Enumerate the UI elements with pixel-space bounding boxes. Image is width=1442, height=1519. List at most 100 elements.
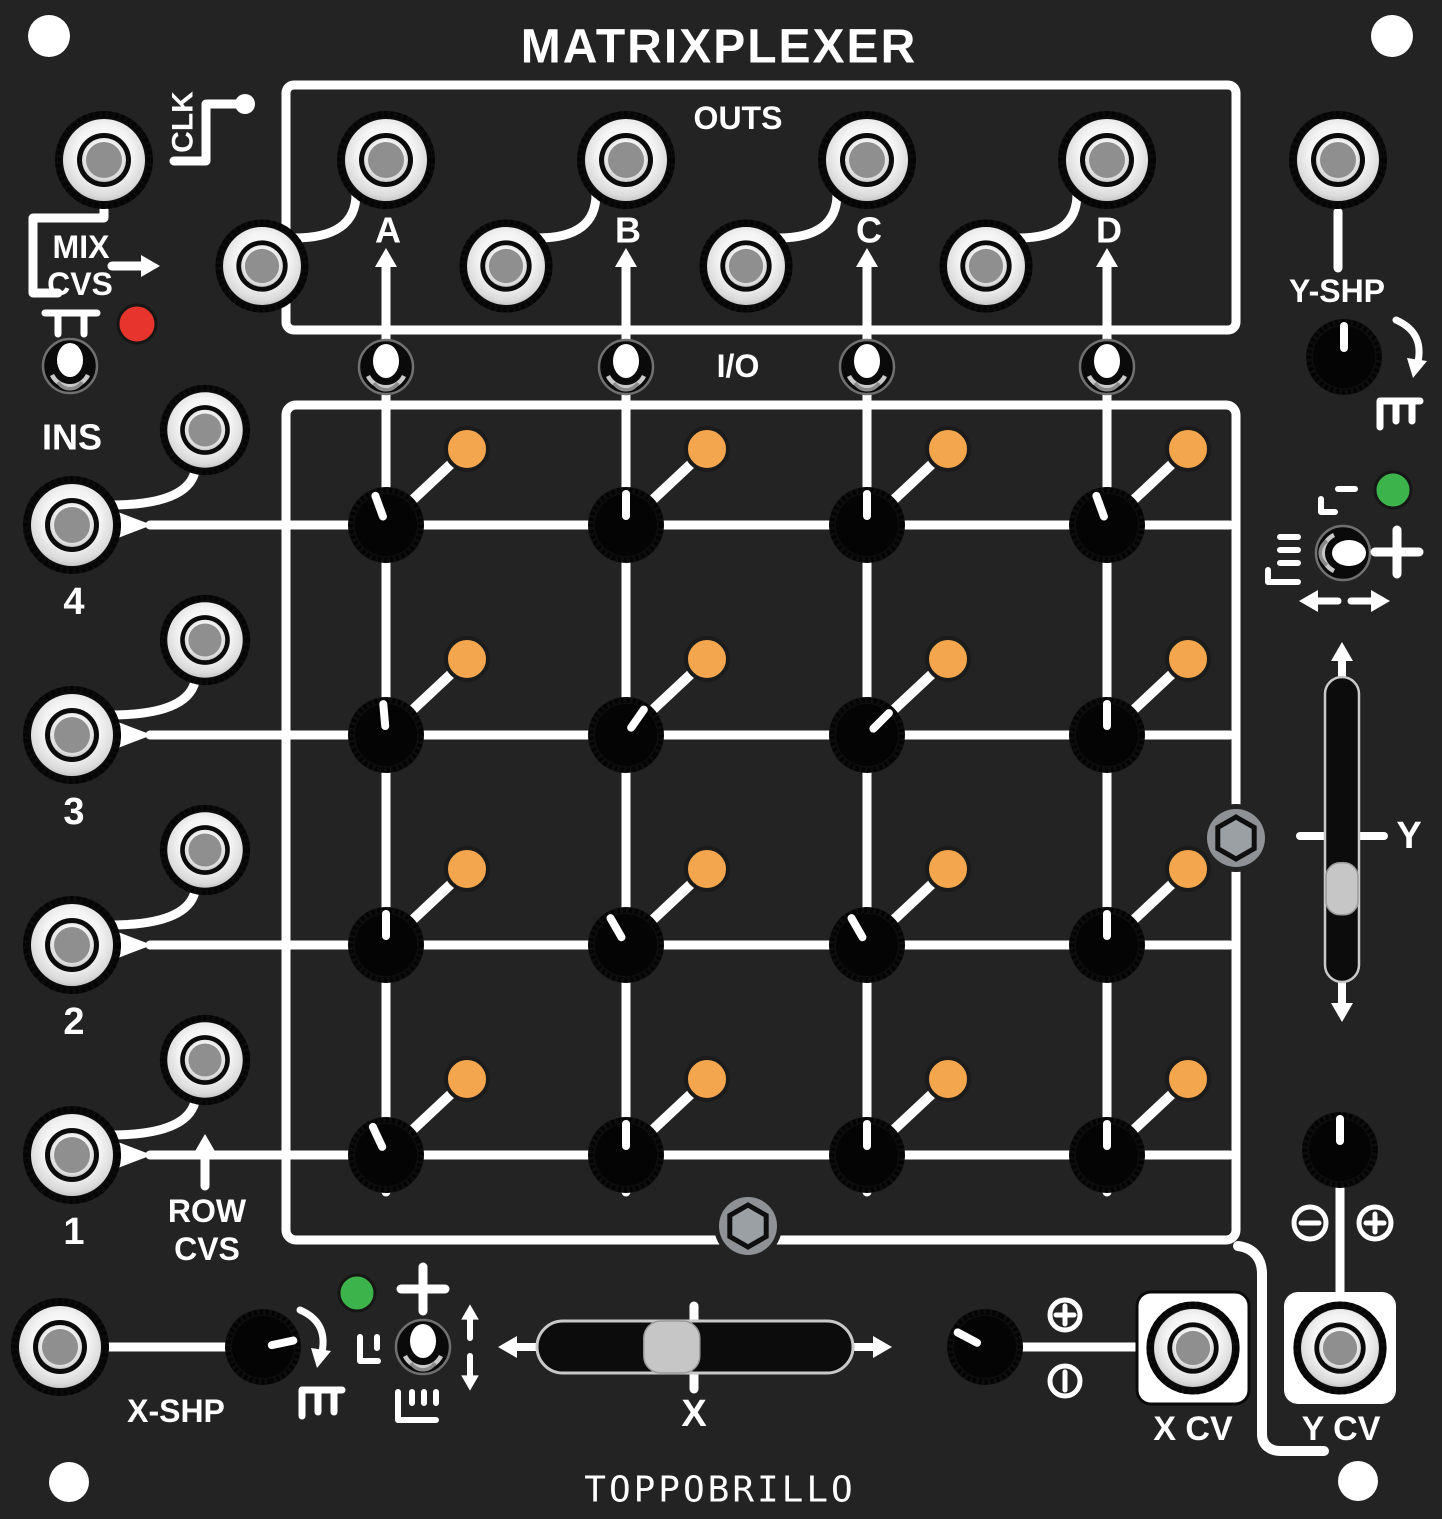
channel-label-c: C [856,210,882,251]
channel-label-a: A [375,210,401,251]
mix-cvs-label: MIX [53,229,111,265]
panel-traces [28,94,1345,1456]
io-toggle-c[interactable] [840,340,894,394]
matrix-row-lines [118,512,1235,1168]
stairs-large-icon [1265,534,1301,585]
mix-knob-b[interactable] [459,219,552,312]
row-cvs-label: CVS [174,1231,240,1267]
plus-circle-icon [1047,1297,1083,1333]
rotate-cw-arrow-icon [1396,320,1427,378]
matrix-led-A4 [444,426,490,472]
out-jack-d[interactable] [1058,111,1156,209]
matrix-knob-D3[interactable] [1069,697,1145,773]
y-slider-thumb[interactable] [1325,862,1359,916]
matrix-led-C3 [925,636,971,682]
y-green-led [1373,470,1413,510]
trigger-icon [41,309,101,338]
step-1-icon [357,1334,381,1364]
clk-jack[interactable] [55,111,153,209]
mount-screw-icon [1371,15,1413,57]
y-mode-toggle[interactable] [1316,526,1370,580]
io-label: I/O [717,348,760,384]
clk-toggle[interactable] [43,339,97,393]
mix-knob-c[interactable] [699,219,792,312]
ins-att-knob-3[interactable] [160,595,250,685]
matrix-led-D3 [1165,636,1211,682]
matrix-knob-A2[interactable] [348,907,424,983]
clk-trace-icon [169,99,241,166]
x-shp-label: X-SHP [127,1393,225,1429]
ins-number-2: 2 [63,1001,84,1043]
io-toggle-a[interactable] [359,340,413,394]
standoff-nut-icon [1202,804,1270,872]
x-slider-thumb[interactable] [643,1320,701,1374]
clk-node-dot [235,94,255,114]
ins-number-4: 4 [63,581,84,623]
ins-jack-3[interactable] [23,686,121,784]
y-shp-knob[interactable] [1306,319,1382,395]
ins-jack-2[interactable] [23,896,121,994]
clk-label: CLK [167,91,200,153]
x-green-led [337,1273,377,1313]
x-toggle-arrows-icon [461,1304,479,1391]
x-mode-toggle[interactable] [396,1320,450,1374]
matrix-knob-C1[interactable] [829,1117,905,1193]
matrix-knob-C4[interactable] [829,487,905,563]
y-slider[interactable] [1296,642,1388,1022]
out-jack-b[interactable] [577,111,675,209]
mix-cvs-arrowhead-icon [141,255,160,277]
minus-circle-icon [1291,1204,1329,1242]
ins-att-knob-4[interactable] [160,385,250,475]
one-circle-icon [1047,1363,1083,1399]
matrix-column-lines [381,388,1112,1197]
module-title: MATRIXPLEXER [521,21,917,74]
plus-icon [396,1262,450,1316]
matrix-knob-B4[interactable] [588,487,664,563]
channel-label-b: B [615,210,641,251]
matrix-knob-B1[interactable] [588,1117,664,1193]
x-shp-knob[interactable] [218,1302,308,1392]
mix-knob-d[interactable] [939,219,1032,312]
row-cvs-label: ROW [168,1193,247,1229]
y-slider-track[interactable] [1323,675,1361,984]
matrix-led-B4 [684,426,730,472]
matrix-led-C1 [925,1056,971,1102]
y-shp-jack[interactable] [1289,111,1387,209]
ins-jack-1[interactable] [23,1106,121,1204]
ins-jack-4[interactable] [23,476,121,574]
out-jack-a[interactable] [337,111,435,209]
matrix-led-D2 [1165,846,1211,892]
matrix-led-B2 [684,846,730,892]
matrix-knob-D1[interactable] [1069,1117,1145,1193]
mount-screw-icon [28,15,70,57]
y-cv-att-knob[interactable] [1302,1112,1378,1188]
io-toggle-d[interactable] [1080,340,1134,394]
matrix-led-C4 [925,426,971,472]
x-slider[interactable] [498,1301,892,1394]
outs-label: OUTS [694,100,783,136]
ins-number-1: 1 [63,1211,84,1253]
matrix-knob-D2[interactable] [1069,907,1145,983]
x-cv-att-knob[interactable] [934,1296,1037,1399]
rotate-cw-arrow-icon [300,1310,331,1368]
step-3-icon [395,1389,439,1423]
x-cv-jack[interactable] [1146,1301,1239,1394]
matrix-led-A1 [444,1056,490,1102]
channel-label-d: D [1096,210,1122,251]
y-direction-arrows-icon [1299,590,1390,612]
x-cv-label: X CV [1153,1410,1233,1448]
mix-cvs-knob[interactable] [215,219,308,312]
outs-arrows [375,248,1118,350]
x-shp-jack[interactable] [11,1298,109,1396]
ins-att-knob-2[interactable] [160,805,250,895]
io-toggle-b[interactable] [599,340,653,394]
y-axis-label: Y [1396,815,1421,857]
y-shp-label: Y-SHP [1289,273,1385,309]
mount-screw-icon [49,1462,89,1502]
ins-att-knob-1[interactable] [160,1015,250,1105]
y-cv-jack[interactable] [1293,1301,1386,1394]
outs-curves [289,189,1082,243]
stairs-small-icon [1318,486,1358,515]
out-jack-c[interactable] [818,111,916,209]
